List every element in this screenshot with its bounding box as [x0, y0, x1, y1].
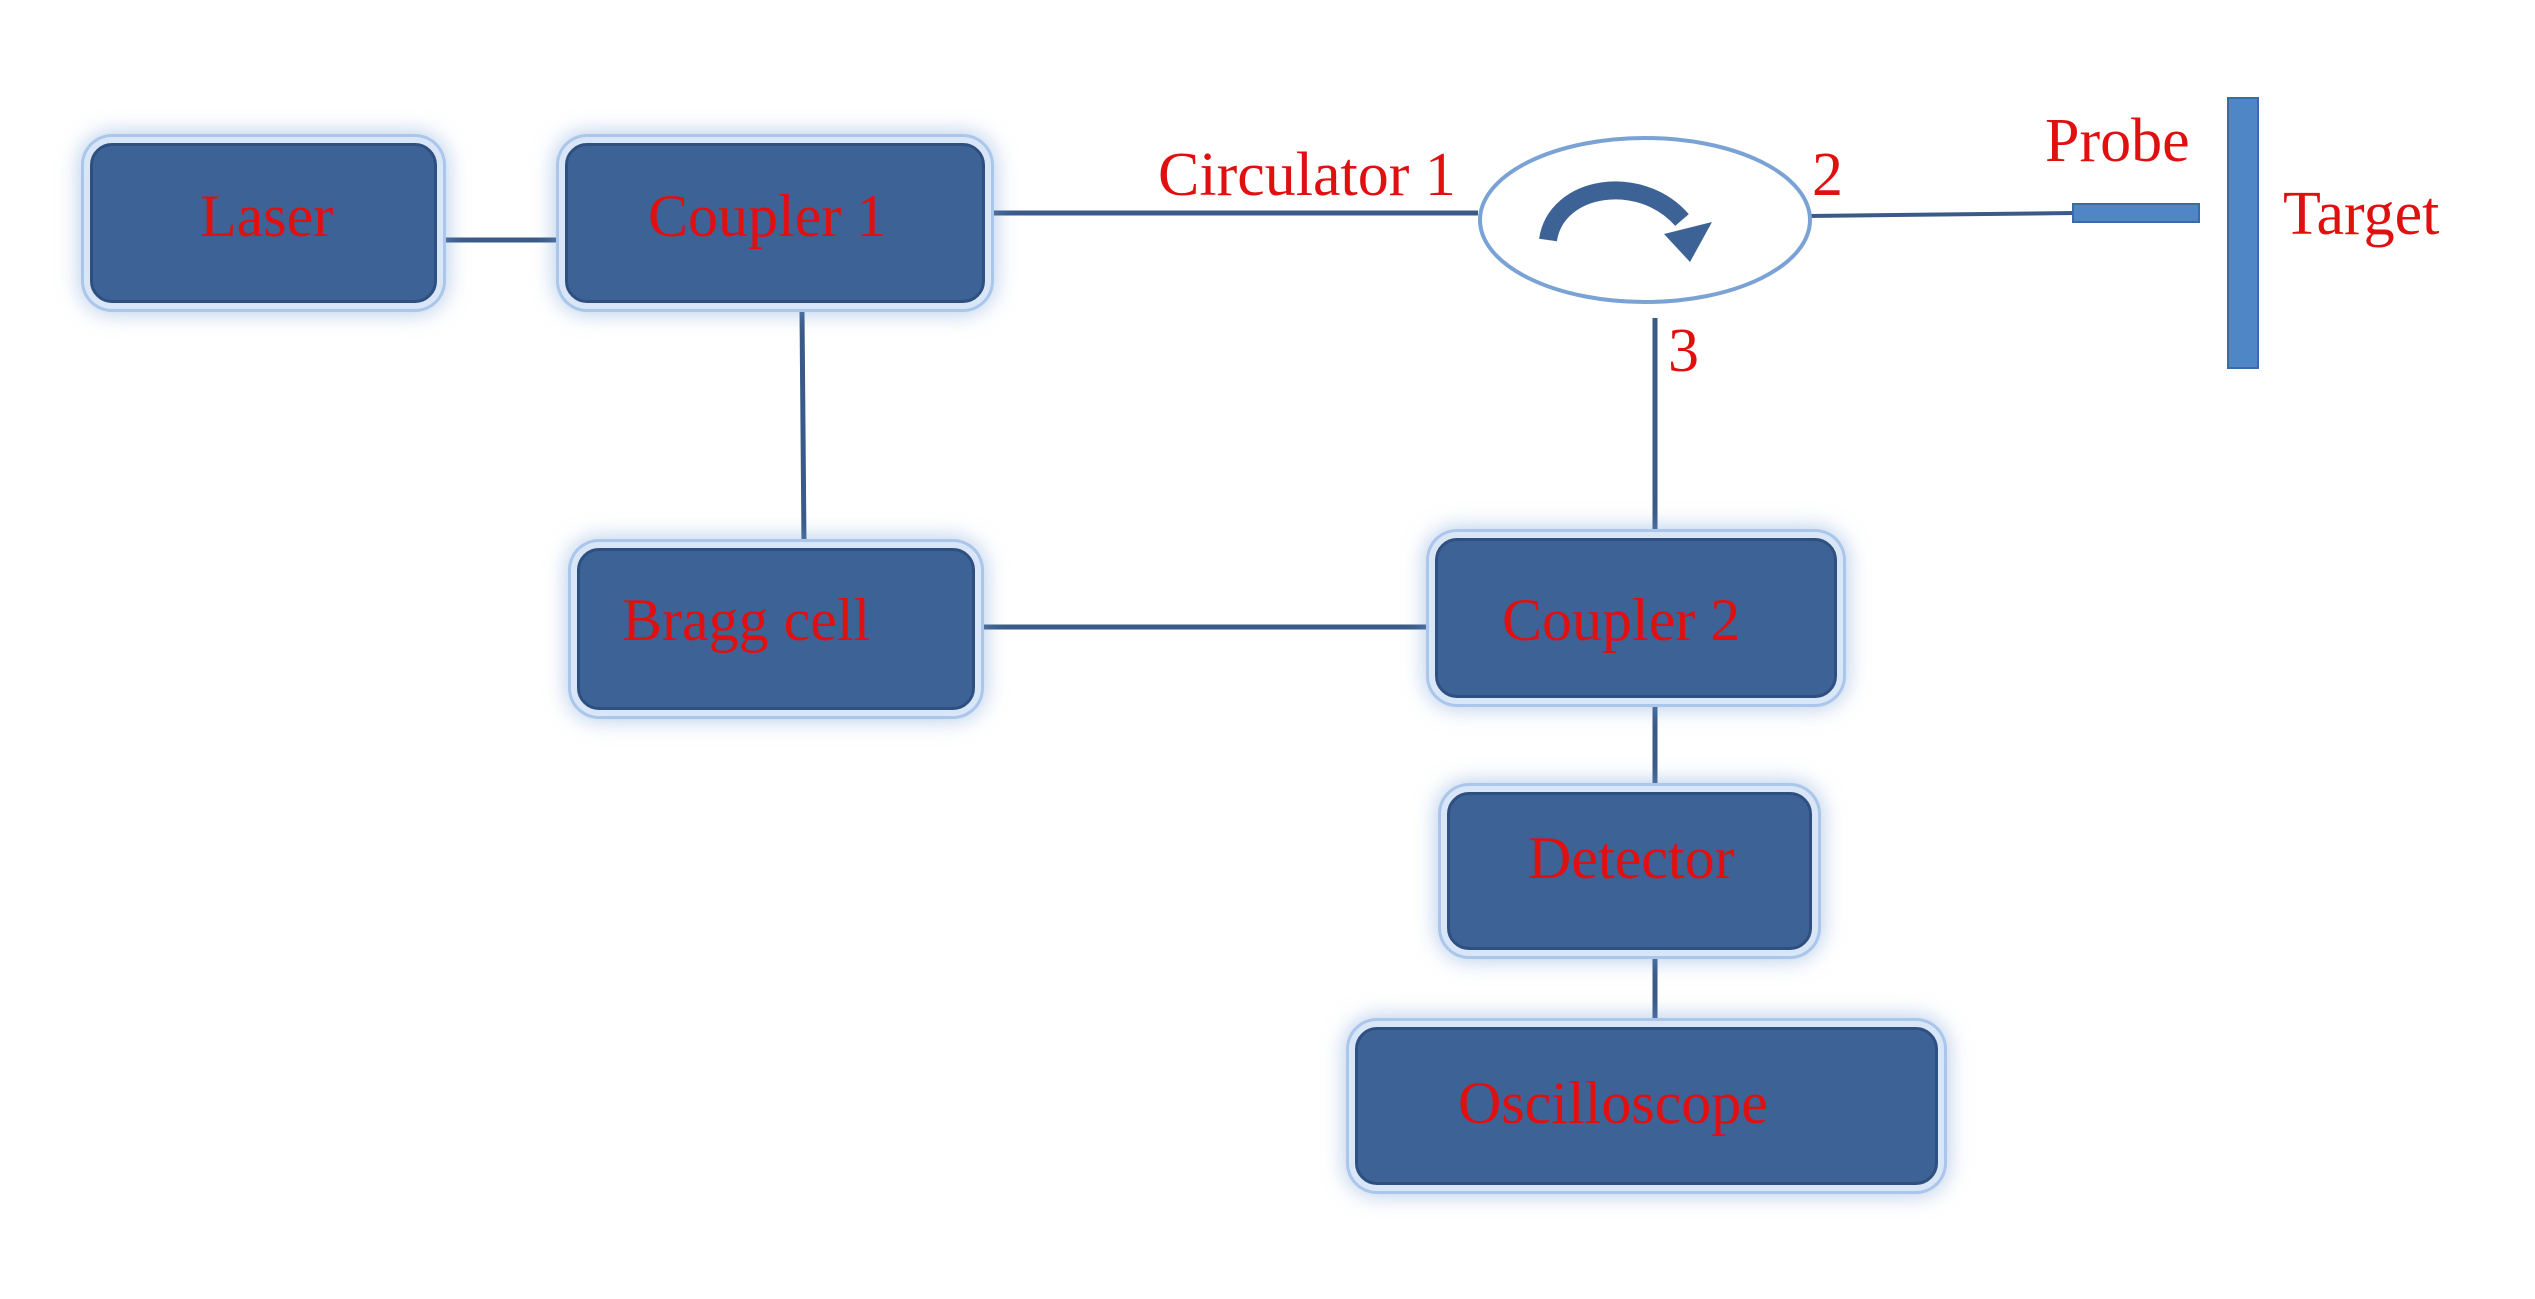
oscilloscope-label: Oscilloscope — [1458, 1070, 1768, 1136]
probe-label: Probe — [2045, 107, 2190, 175]
circulator-port3-label: 3 — [1668, 317, 1699, 385]
circulator-port2-label: 2 — [1812, 141, 1843, 209]
laser-box — [90, 143, 437, 303]
probe-element — [2072, 203, 2200, 223]
oscilloscope-box — [1355, 1027, 1938, 1185]
coupler2-label: Coupler 2 — [1502, 587, 1741, 653]
coupler2-box — [1435, 538, 1837, 698]
bragg-cell-label: Bragg cell — [622, 587, 871, 653]
coupler1-label: Coupler 1 — [648, 183, 887, 249]
circulator-label: Circulator 1 — [1158, 141, 1456, 209]
target-label: Target — [2283, 180, 2440, 248]
bragg-cell-box — [577, 548, 975, 710]
target-element — [2227, 97, 2259, 369]
coupler1-box — [565, 143, 985, 303]
circular-arrow-icon — [1539, 181, 1712, 262]
circulator-ellipse — [1478, 136, 1812, 304]
line-circulator-probe — [1807, 211, 2076, 218]
detector-label: Detector — [1528, 825, 1735, 891]
detector-box — [1447, 792, 1812, 950]
laser-label: Laser — [200, 183, 334, 249]
line-coupler1-bragg — [799, 311, 807, 546]
